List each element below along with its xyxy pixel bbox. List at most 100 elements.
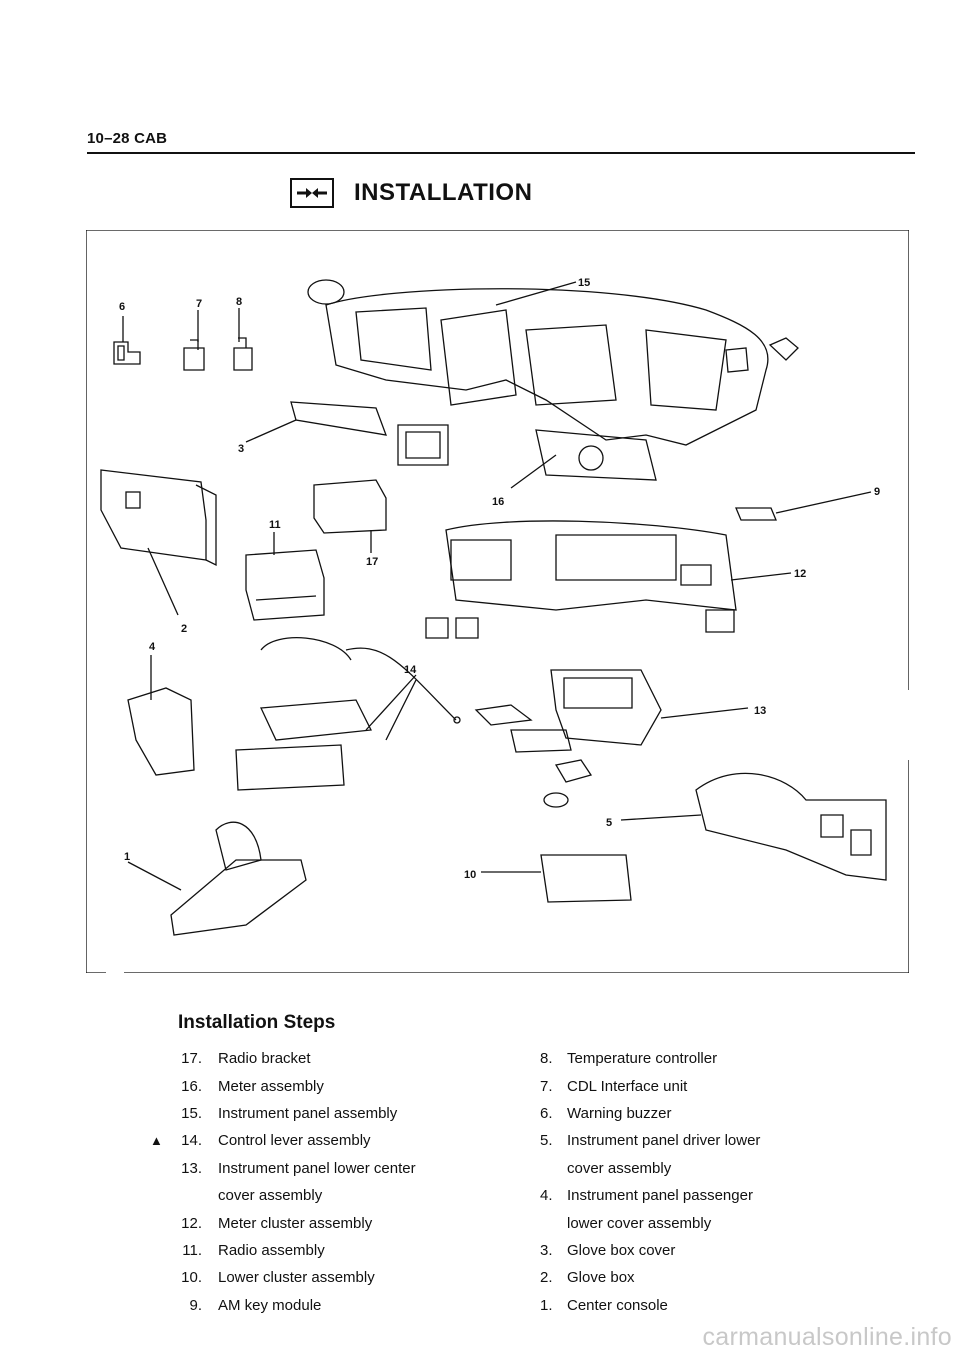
install-arrows-icon	[290, 178, 334, 208]
installation-steps-heading: Installation Steps	[178, 1012, 336, 1033]
step-row: 5. Instrument panel driver lower	[540, 1127, 840, 1154]
step-row: 3. Glove box cover	[540, 1237, 840, 1264]
step-number: 2.	[540, 1269, 553, 1287]
glove-box-cover-part	[245, 401, 387, 443]
callout-5: 5	[606, 817, 612, 829]
step-number: 15.	[181, 1104, 202, 1122]
step-text: cover assembly	[218, 1187, 323, 1205]
radio-assembly-part	[245, 532, 325, 621]
step-text: Control lever assembly	[218, 1132, 371, 1150]
steps-left-column: 17. Radio bracket 16. Meter assembly 15. In…	[150, 1045, 480, 1319]
step-text: Radio assembly	[218, 1241, 325, 1259]
step-text: Glove box	[567, 1269, 635, 1287]
page-header: 10–28 CAB	[87, 130, 168, 147]
step-text: Instrument panel passenger	[567, 1187, 753, 1205]
step-text: Meter cluster assembly	[218, 1214, 373, 1232]
step-number: 1.	[540, 1296, 553, 1314]
lower-cluster-part	[481, 854, 632, 903]
instrument-panel-part	[307, 279, 799, 446]
step-text: Instrument panel driver lower	[567, 1132, 761, 1150]
exploded-view-diagram: 1 2 3 4 5 6 7 8 9 10 11 12 13 14 15 16 1…	[86, 230, 909, 973]
vent-part	[397, 424, 449, 466]
step-row: 9. AM key module	[150, 1292, 480, 1319]
step-text: cover assembly	[567, 1159, 672, 1177]
step-row: 2. Glove box	[540, 1264, 840, 1291]
step-row: 13. Instrument panel lower center	[150, 1155, 480, 1182]
glove-box-part	[100, 469, 217, 616]
step-text: Temperature controller	[567, 1050, 718, 1068]
step-number: 16.	[181, 1077, 202, 1095]
step-row: 10. Lower cluster assembly	[150, 1264, 480, 1291]
callout-7: 7	[196, 298, 202, 310]
step-text: CDL Interface unit	[567, 1077, 688, 1095]
step-row: 15. Instrument panel assembly	[150, 1100, 480, 1127]
step-text: Lower cluster assembly	[218, 1269, 375, 1287]
step-row: 4.Instrument panel passenger	[540, 1182, 840, 1209]
step-text: Center console	[567, 1296, 668, 1314]
step-row: cover assembly	[150, 1182, 480, 1209]
meter-assembly-part	[510, 429, 657, 489]
callout-15: 15	[578, 277, 590, 289]
step-text: lower cover assembly	[567, 1214, 712, 1232]
callout-12: 12	[794, 568, 806, 580]
step-text: Instrument panel assembly	[218, 1104, 398, 1122]
am-key-module-part	[735, 491, 872, 521]
step-text: Meter assembly	[218, 1077, 324, 1095]
step-number: 17.	[181, 1050, 202, 1068]
step-row: 16. Meter assembly	[150, 1072, 480, 1099]
step-row: cover assembly	[540, 1155, 840, 1182]
step-row: 7. CDL Interface unit	[540, 1072, 840, 1099]
step-number: 7.	[540, 1077, 553, 1095]
callout-9: 9	[874, 486, 880, 498]
header-rule	[87, 152, 915, 154]
step-text: Radio bracket	[218, 1050, 311, 1068]
step-text: AM key module	[218, 1296, 322, 1314]
step-row: 17. Radio bracket	[150, 1045, 480, 1072]
callout-17: 17	[366, 556, 378, 568]
triangle-icon: ▲	[150, 1133, 163, 1149]
center-console-part	[127, 821, 307, 936]
step-number: 10.	[181, 1269, 202, 1287]
step-number: 3.	[540, 1241, 553, 1259]
step-number: 14.	[181, 1132, 202, 1150]
callout-1: 1	[124, 851, 130, 863]
step-number: 9.	[189, 1296, 202, 1314]
step-row: 1. Center console	[540, 1292, 840, 1319]
step-row: ▲ 14. Control lever assembly	[150, 1127, 480, 1154]
section-title-text: INSTALLATION	[354, 179, 533, 206]
step-text: Glove box cover	[567, 1241, 676, 1259]
passenger-lower-cover-part	[127, 655, 195, 776]
step-number: 13.	[181, 1159, 202, 1177]
control-lever-part	[235, 637, 461, 791]
watermark: carmanualsonline.info	[702, 1323, 952, 1351]
step-number: 6.	[540, 1104, 553, 1122]
callout-3: 3	[238, 443, 244, 455]
callout-13: 13	[754, 705, 766, 717]
step-text: Warning buzzer	[567, 1104, 672, 1122]
callout-2: 2	[181, 623, 187, 635]
step-row: 11. Radio assembly	[150, 1237, 480, 1264]
steps-right-column: 8.Temperature controller 7. CDL Interface…	[540, 1045, 840, 1319]
callout-11: 11	[269, 519, 281, 531]
warning-buzzer-part	[113, 316, 141, 365]
step-number: 5.	[540, 1132, 553, 1150]
callout-6: 6	[119, 301, 125, 313]
callout-4: 4	[149, 641, 156, 653]
callout-14: 14	[404, 664, 417, 676]
radio-bracket-part	[313, 479, 387, 553]
meter-cluster-part	[425, 520, 792, 639]
callout-16: 16	[492, 496, 504, 508]
step-row: 6. Warning buzzer	[540, 1100, 840, 1127]
step-row: 12. Meter cluster assembly	[150, 1209, 480, 1236]
callout-8: 8	[236, 296, 242, 308]
cdl-interface-unit-part	[183, 310, 205, 371]
step-row: lower cover assembly	[540, 1209, 840, 1236]
section-title: INSTALLATION	[290, 178, 532, 208]
temperature-controller-part	[233, 308, 253, 371]
step-row: 8.Temperature controller	[540, 1045, 840, 1072]
driver-lower-cover-part	[620, 772, 887, 881]
step-number: 11.	[182, 1241, 202, 1259]
step-number: 12.	[181, 1214, 202, 1232]
step-text: Instrument panel lower center	[218, 1159, 416, 1177]
lower-center-cover-part	[474, 669, 749, 808]
